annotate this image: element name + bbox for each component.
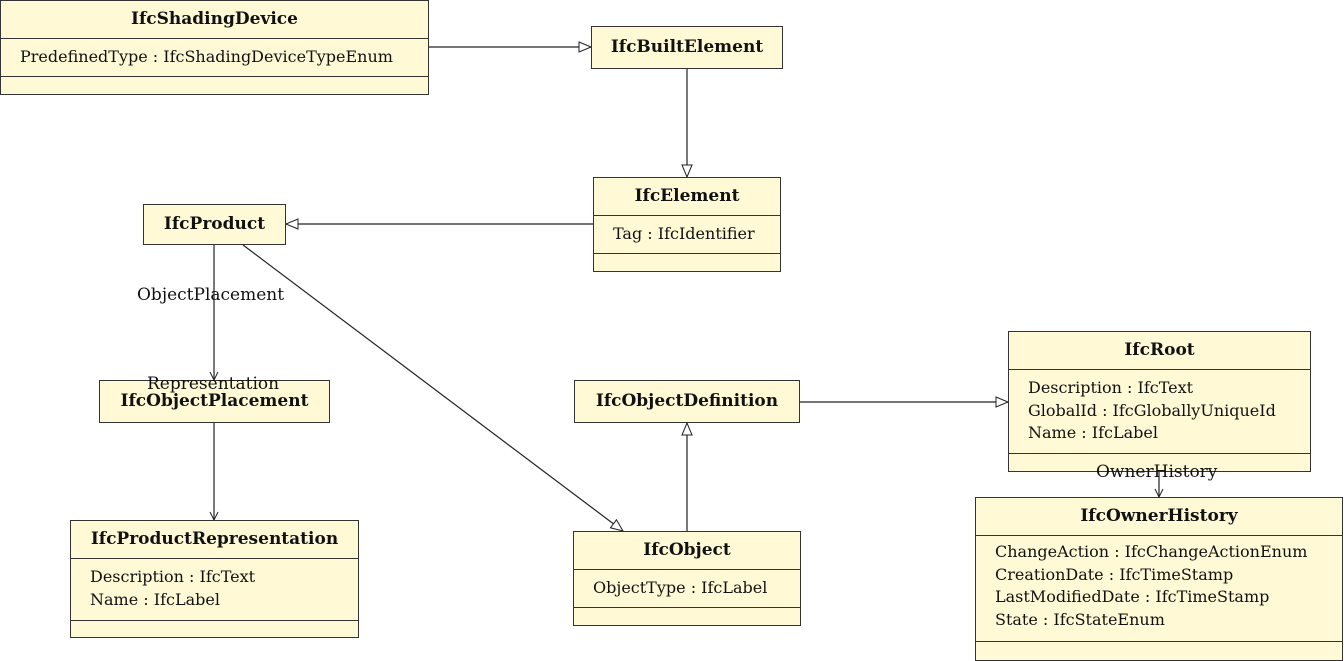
- class-name: IfcRoot: [1124, 340, 1195, 360]
- operation-compartment: [71, 620, 358, 637]
- class-name: IfcOwnerHistory: [1080, 506, 1238, 526]
- attribute-list: ObjectType : IfcLabel: [574, 569, 800, 607]
- class-name: IfcShadingDevice: [131, 9, 298, 29]
- class-name: IfcProductRepresentation: [90, 529, 339, 549]
- attribute: Name : IfcLabel: [90, 589, 220, 609]
- class-ifcobjectplacement: IfcObjectPlacement: [99, 380, 330, 423]
- class-ifcelement: IfcElement Tag : IfcIdentifier: [593, 177, 781, 272]
- class-name: IfcProduct: [163, 214, 266, 234]
- association-label-ownerhistory: OwnerHistory: [1096, 462, 1218, 482]
- class-ifcroot: IfcRoot Description : IfcText GlobalId :…: [1008, 331, 1311, 472]
- attribute: ObjectType : IfcLabel: [593, 578, 768, 597]
- association-label-representation: Representation: [147, 374, 280, 394]
- class-ifcshadingdevice: IfcShadingDevice PredefinedType : IfcSha…: [0, 0, 429, 95]
- class-ifcobjectdefinition: IfcObjectDefinition: [574, 380, 800, 423]
- operation-compartment: [1, 76, 428, 94]
- attribute: Description : IfcText: [90, 567, 256, 586]
- attribute-list: ChangeAction : IfcChangeActionEnum Creat…: [976, 535, 1342, 641]
- operation-compartment: [574, 607, 800, 625]
- class-ifcobject: IfcObject ObjectType : IfcLabel: [573, 531, 801, 626]
- class-name: IfcObjectDefinition: [595, 391, 779, 411]
- attribute: PredefinedType : IfcShadingDeviceTypeEnu…: [20, 47, 393, 66]
- class-ifcproduct: IfcProduct: [143, 204, 286, 245]
- attribute-list: Description : IfcText Name : IfcLabel: [71, 558, 358, 620]
- attribute: Description : IfcText: [1028, 378, 1194, 397]
- class-name: IfcObjectPlacement: [120, 391, 309, 411]
- class-ifcbuiltelement: IfcBuiltElement: [591, 26, 783, 69]
- attribute-list: PredefinedType : IfcShadingDeviceTypeEnu…: [1, 38, 428, 76]
- operation-compartment: [594, 253, 780, 271]
- attribute: CreationDate : IfcTimeStamp: [995, 564, 1234, 584]
- class-name: IfcBuiltElement: [610, 37, 764, 57]
- association-label-objectplacement: ObjectPlacement: [137, 285, 285, 305]
- attribute-list: Tag : IfcIdentifier: [594, 215, 780, 253]
- operation-compartment: [976, 641, 1342, 660]
- attribute: Name : IfcLabel: [1028, 423, 1158, 442]
- generalization-product-to-object: [242, 244, 623, 531]
- attribute: ChangeAction : IfcChangeActionEnum: [995, 542, 1308, 561]
- class-ifcproductrepresentation: IfcProductRepresentation Description : I…: [70, 520, 359, 638]
- class-name: IfcObject: [643, 540, 731, 560]
- attribute: LastModifiedDate : IfcTimeStamp: [995, 587, 1270, 606]
- attribute: State : IfcStateEnum: [995, 609, 1165, 629]
- attribute: GlobalId : IfcGloballyUniqueId: [1028, 400, 1276, 420]
- attribute-list: Description : IfcText GlobalId : IfcGlob…: [1009, 369, 1310, 453]
- attribute: Tag : IfcIdentifier: [613, 224, 755, 243]
- class-name: IfcElement: [634, 186, 740, 206]
- operation-compartment: [1009, 453, 1310, 471]
- class-ifcownerhistory: IfcOwnerHistory ChangeAction : IfcChange…: [975, 497, 1343, 661]
